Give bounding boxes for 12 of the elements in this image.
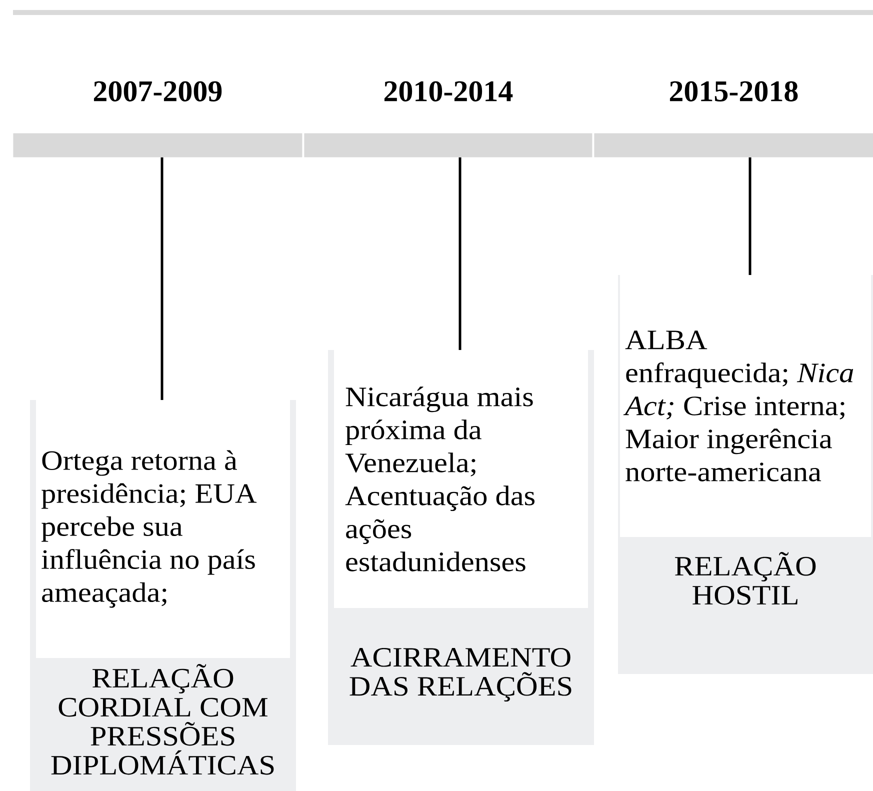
connector-line bbox=[458, 157, 462, 350]
node-label: 2015-2018 bbox=[670, 81, 798, 102]
connector-line bbox=[160, 157, 164, 400]
timeline-segment: 2007-2009 bbox=[13, 81, 302, 158]
event-card: ALBA enfraquecida; Nica Act; Crise interna; Maior ingerência norte-americana RELAÇÃO HOSTIL bbox=[618, 275, 873, 674]
timeline-segment: 2015-2018 bbox=[594, 81, 873, 158]
node-label: 2010-2014 bbox=[384, 81, 513, 102]
event-card: Ortega retorna à presidência; EUA percebe sua influência no país ameaçada; RELAÇÃO CORDIAL COM PRESSÕES DIPLOMÁTICAS bbox=[30, 400, 296, 791]
timeline-segment: 2010-2014 bbox=[304, 81, 592, 158]
node-label: 2007-2009 bbox=[94, 81, 222, 102]
connector-line bbox=[748, 157, 752, 275]
event-card: Nicarágua mais próxima da Venezuela; Acentuação das ações estadunidenses ACIRRAMENTO DAS RELAÇÕES bbox=[328, 350, 594, 745]
